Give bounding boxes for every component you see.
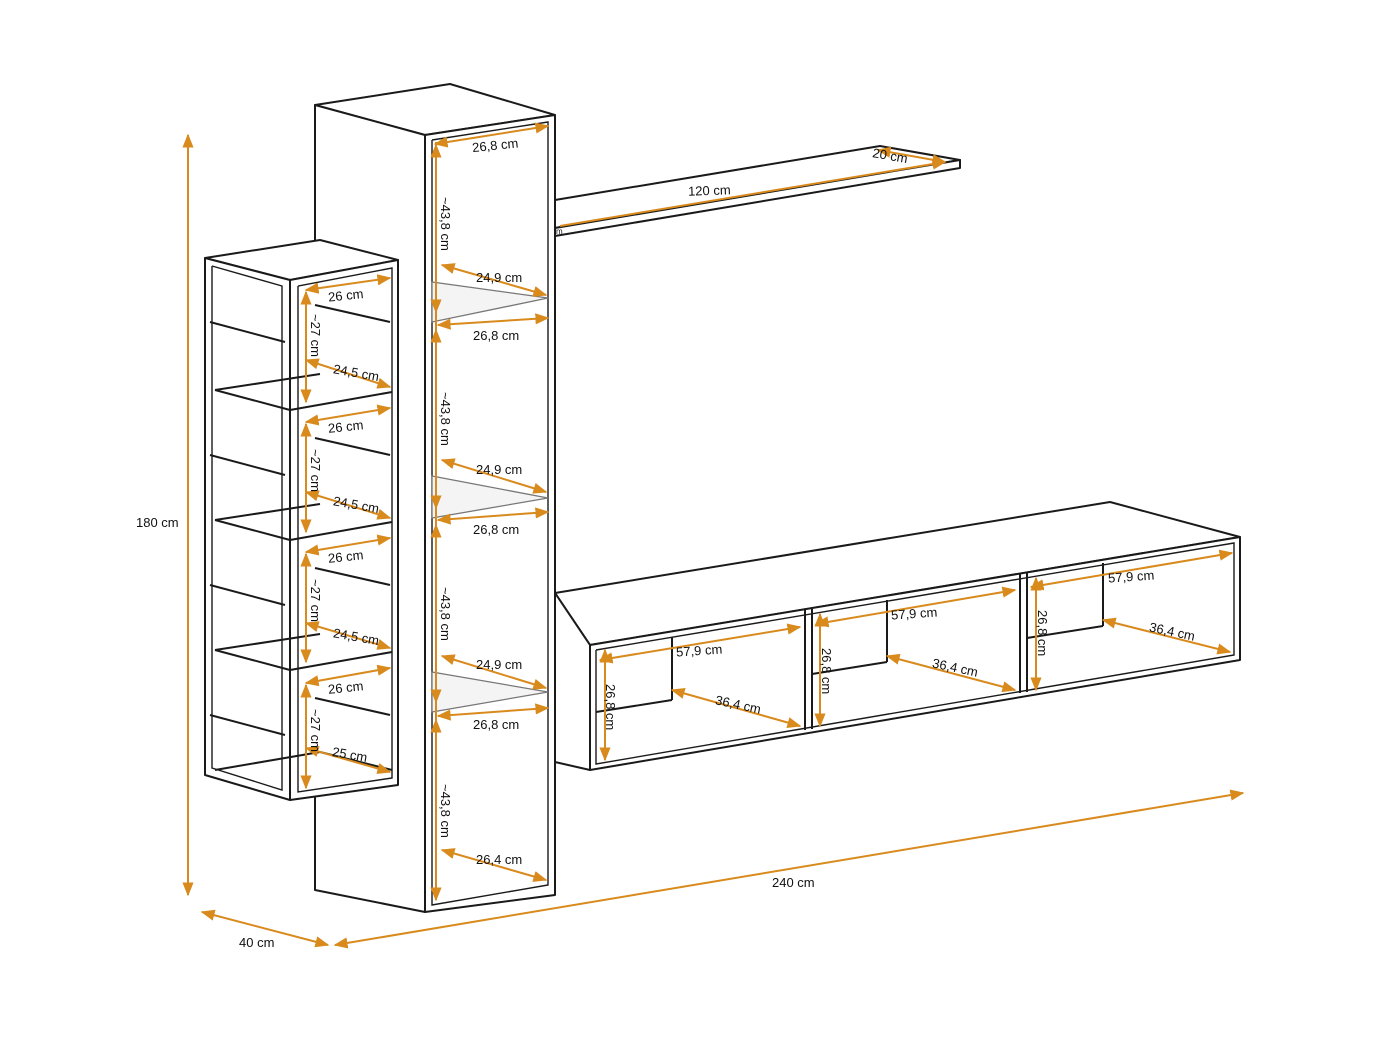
shelf-length-label: 120 cm <box>688 182 731 198</box>
unit-label: ~27 cm <box>308 709 323 752</box>
tower-label: ~43,8 cm <box>438 197 453 251</box>
shelf-depth-dimension <box>876 146 947 166</box>
tower-label: ~43,8 cm <box>438 784 453 838</box>
tower-label: ~43,8 cm <box>438 587 453 641</box>
width-label: 240 cm <box>772 875 815 890</box>
tower-label: 26,8 cm <box>473 522 519 537</box>
unit-label: 26 cm <box>327 547 364 566</box>
unit-label: 25 cm <box>331 744 368 765</box>
tv-cabinet: 57,9 cm 26,8 cm 36,4 cm 57,9 cm 26,8 cm … <box>554 501 1241 771</box>
unit-label: 26 cm <box>327 286 364 305</box>
width-dimension <box>333 789 1245 949</box>
tower-label: 24,9 cm <box>476 657 522 672</box>
unit-label: 26 cm <box>327 417 364 436</box>
cabinet-label: 57,9 cm <box>891 604 938 622</box>
tower-label: 24,9 cm <box>476 270 522 285</box>
cabinet-label: 26,8 cm <box>1035 610 1050 656</box>
shelf-cut-label: m <box>556 227 563 236</box>
open-shelf-unit: 26 cm ~27 cm 24,5 cm 26 cm ~27 cm 24,5 c… <box>204 239 399 801</box>
depth-dimension <box>200 909 330 948</box>
depth-label: 40 cm <box>239 935 274 950</box>
tower-label: 26,8 cm <box>471 135 519 155</box>
cabinet-label: 57,9 cm <box>1108 567 1155 585</box>
shelf-depth-label: 20 cm <box>871 145 908 166</box>
tower-label: ~43,8 cm <box>438 392 453 446</box>
unit-label: ~27 cm <box>308 314 323 357</box>
unit-label: 26 cm <box>327 678 364 697</box>
overall-dimensions: 180 cm 40 cm 240 cm <box>136 133 1245 950</box>
cabinet-label: 57,9 cm <box>676 641 723 659</box>
tower-label: 24,9 cm <box>476 462 522 477</box>
height-label: 180 cm <box>136 515 179 530</box>
cabinet-label: 26,8 cm <box>603 684 618 730</box>
shelf-length-dimension <box>559 158 947 227</box>
tower-label: 26,4 cm <box>476 852 522 867</box>
tower-label: 26,8 cm <box>473 328 519 343</box>
cabinet-label: 26,8 cm <box>819 648 834 694</box>
tower-label: 26,8 cm <box>473 717 519 732</box>
wall-shelf: 120 cm 20 cm m <box>554 145 961 237</box>
unit-label: ~27 cm <box>308 449 323 492</box>
unit-label: ~27 cm <box>308 579 323 622</box>
